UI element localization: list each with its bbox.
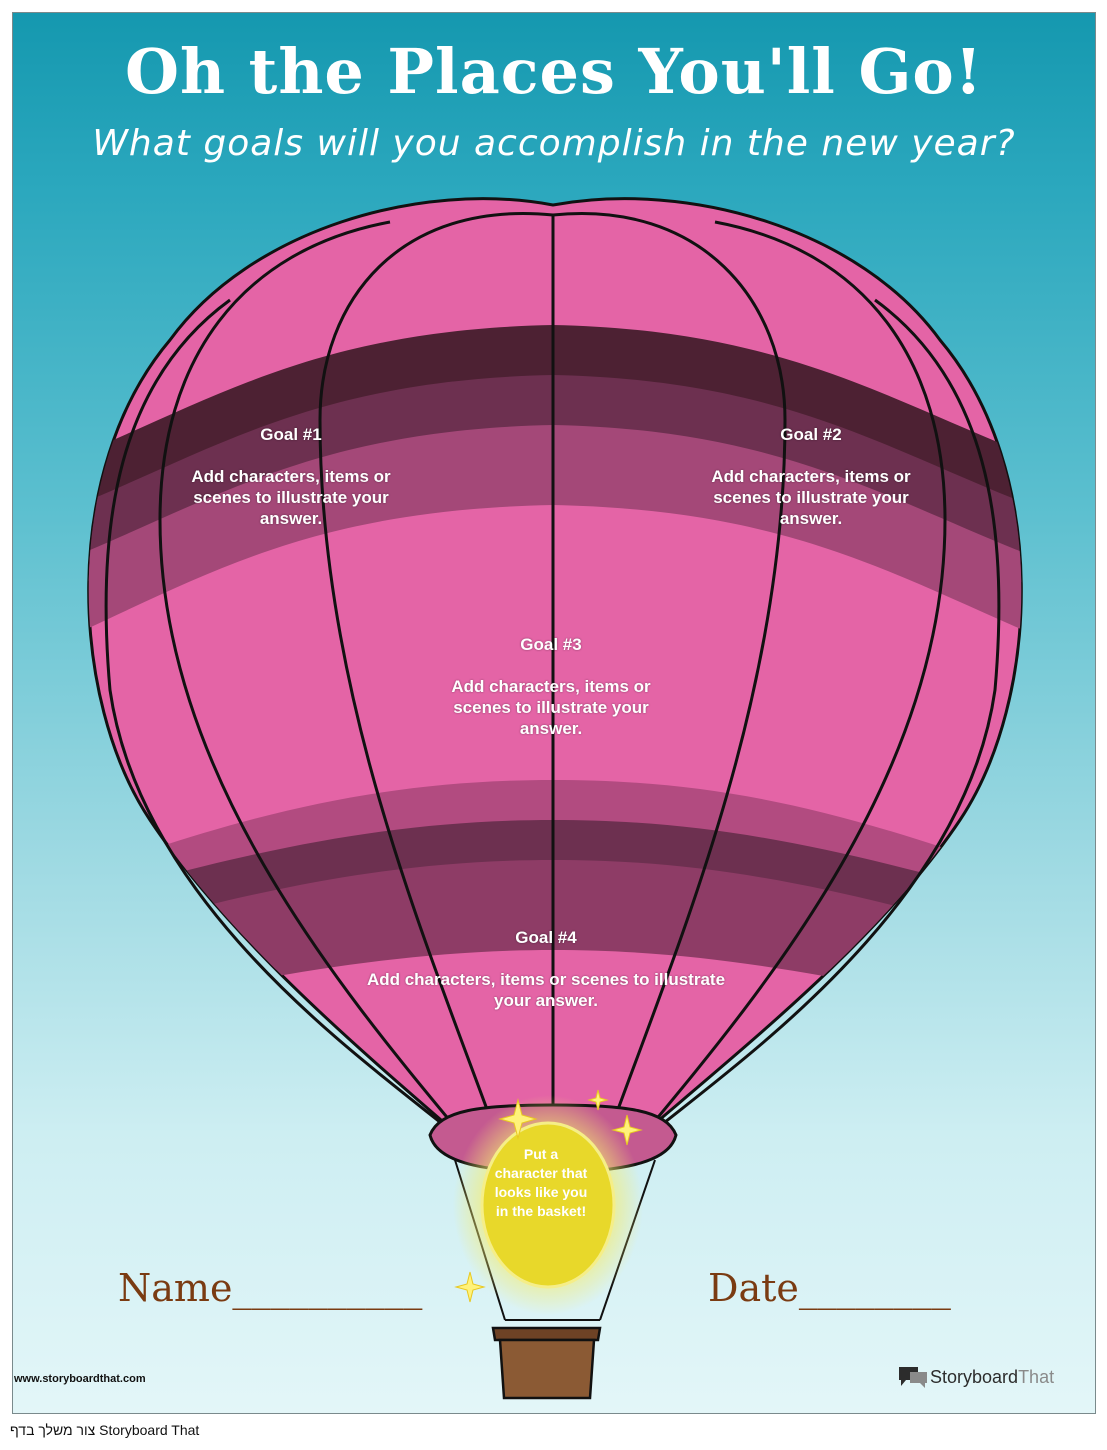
basket-prompt: Put a character that looks like you in t… [494, 1146, 588, 1219]
brand-part-1: Storyboard [930, 1366, 1019, 1387]
goal-2-box: Goal #2 Add characters, items or scenes … [706, 424, 916, 529]
speech-bubble-icon [899, 1367, 927, 1388]
page-subtitle: What goals will you accomplish in the ne… [92, 123, 1016, 164]
goal-4-prompt: Add characters, items or scenes to illus… [366, 970, 726, 1010]
balloon-stripes [88, 325, 1022, 1000]
brand-part-2: That [1018, 1366, 1055, 1387]
goal-1-prompt: Add characters, items or scenes to illus… [191, 467, 391, 528]
goal-4-box: Goal #4 Add characters, items or scenes … [356, 927, 736, 1011]
basket [491, 1326, 602, 1400]
goal-3-prompt: Add characters, items or scenes to illus… [451, 677, 651, 738]
page-title: Oh the Places You'll Go! [125, 35, 983, 108]
goal-3-title: Goal #3 [520, 635, 582, 654]
sparkle-icons [454, 1089, 643, 1303]
name-field[interactable]: Name__________ [118, 1266, 423, 1310]
website-url: www.storyboardthat.com [14, 1373, 146, 1385]
goal-3-box: Goal #3 Add characters, items or scenes … [446, 634, 656, 739]
date-field[interactable]: Date________ [708, 1266, 951, 1310]
goal-1-title: Goal #1 [260, 425, 322, 444]
balloon-seams [104, 212, 1001, 1146]
goal-2-prompt: Add characters, items or scenes to illus… [711, 467, 911, 528]
goal-4-title: Goal #4 [515, 928, 577, 947]
create-your-own-link[interactable]: צור משלך בדף Storyboard That [10, 1422, 200, 1438]
goal-2-title: Goal #2 [780, 425, 842, 444]
goal-1-box: Goal #1 Add characters, items or scenes … [186, 424, 396, 529]
basket-prompt-circle [480, 1121, 616, 1289]
